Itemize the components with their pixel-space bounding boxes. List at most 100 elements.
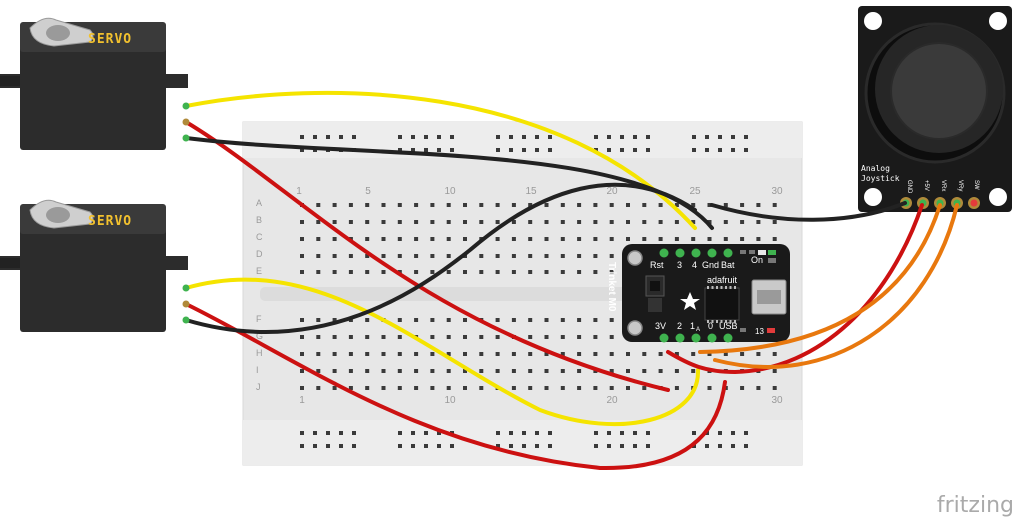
- breadboard-hole: [691, 237, 696, 241]
- wire-servo2-signal[interactable]: [184, 277, 701, 427]
- breadboard-hole: [495, 254, 500, 258]
- pin-3v-icon[interactable]: [659, 333, 669, 343]
- wire-servo2-ground[interactable]: [184, 182, 697, 334]
- breadboard-hole: [414, 237, 419, 241]
- breadboard-hole: [528, 335, 533, 339]
- breadboard-hole: [674, 220, 679, 224]
- row-letter: E: [256, 266, 262, 276]
- breadboard-hole: [479, 254, 484, 258]
- breadboard-hole: [446, 254, 451, 258]
- breadboard-hole: [381, 254, 386, 258]
- breadboard-hole: [511, 386, 516, 390]
- breadboard-hole: [658, 237, 663, 241]
- breadboard-hole: [414, 386, 419, 390]
- breadboard-hole: [528, 318, 533, 322]
- pin-4-icon[interactable]: [691, 248, 701, 258]
- chip-pad: [720, 320, 723, 323]
- breadboard-hole: [609, 386, 614, 390]
- rail-hole: [594, 135, 598, 139]
- breadboard-hole: [560, 203, 565, 207]
- col-number-top: 1: [296, 186, 302, 197]
- rail-hole: [535, 444, 539, 448]
- mount-hole-icon: [864, 12, 882, 30]
- trinket-name: Trinket M0: [606, 262, 617, 312]
- breadboard-hole: [723, 203, 728, 207]
- breadboard-hole: [300, 270, 304, 274]
- breadboard-hole: [560, 335, 565, 339]
- rail-hole: [424, 431, 428, 435]
- wire-joystick-ground[interactable]: [710, 201, 907, 222]
- breadboard-hole: [723, 220, 728, 224]
- joystick-knob[interactable]: [890, 42, 988, 140]
- rail-hole: [398, 135, 402, 139]
- breadboard-hole: [446, 352, 451, 356]
- breadboard-hole: [691, 369, 696, 373]
- breadboard-hole: [674, 203, 679, 207]
- breadboard-hole: [593, 386, 598, 390]
- breadboard-hole: [397, 318, 402, 322]
- breadboard-hole: [365, 318, 370, 322]
- pin-label-sub: A: [696, 327, 700, 333]
- breadboard-hole: [348, 220, 353, 224]
- breadboard-hole: [365, 369, 370, 373]
- connector-end-icon: [182, 284, 190, 292]
- pin-3-icon[interactable]: [675, 248, 685, 258]
- rail-hole: [437, 431, 441, 435]
- breadboard-hole: [300, 318, 304, 322]
- rail-hole: [522, 135, 526, 139]
- pin-bat-icon[interactable]: [723, 248, 733, 258]
- breadboard-hole: [365, 237, 370, 241]
- pin-rst-icon[interactable]: [659, 248, 669, 258]
- breadboard-hole: [577, 203, 582, 207]
- rail-hole: [646, 444, 650, 448]
- breadboard-hole: [577, 254, 582, 258]
- smd-part: [740, 328, 746, 332]
- breadboard-hole: [381, 335, 386, 339]
- breadboard-hole: [740, 237, 745, 241]
- rail-hole: [437, 444, 441, 448]
- wire-joystick-vrx[interactable]: [698, 203, 942, 354]
- breadboard-hole: [691, 220, 696, 224]
- pin-label-top: Rst: [650, 260, 664, 270]
- col-number-bottom: 1: [299, 395, 305, 406]
- pin-gnd-icon[interactable]: [707, 248, 717, 258]
- breadboard-hole: [528, 254, 533, 258]
- breadboard-hole: [528, 237, 533, 241]
- rail-hole: [437, 135, 441, 139]
- breadboard-hole: [463, 386, 467, 390]
- rail-hole: [509, 148, 513, 152]
- col-number-bottom: 10: [444, 395, 456, 406]
- rail-hole: [607, 431, 611, 435]
- rail-hole: [744, 135, 748, 139]
- rail-hole: [411, 148, 415, 152]
- wire-servo1-signal[interactable]: [184, 90, 697, 230]
- row-letter: A: [256, 198, 262, 208]
- pin-0-icon[interactable]: [707, 333, 717, 343]
- on-label: On: [751, 255, 763, 265]
- mount-hole-icon: [627, 250, 643, 266]
- rail-hole: [646, 431, 650, 435]
- breadboard-hole: [593, 254, 598, 258]
- breadboard-hole: [446, 318, 451, 322]
- pin-1-icon[interactable]: [691, 333, 701, 343]
- wire-servo2-power[interactable]: [184, 302, 727, 471]
- breadboard-hole: [348, 335, 353, 339]
- breadboard-hole: [544, 254, 549, 258]
- chip-pad: [716, 286, 718, 289]
- breadboard-hole: [430, 352, 435, 356]
- breadboard-hole: [577, 386, 582, 390]
- wire-joystick-vry[interactable]: [713, 203, 959, 369]
- breadboard-hole: [446, 270, 451, 274]
- breadboard-hole: [740, 386, 745, 390]
- wire-servo1-power[interactable]: [184, 120, 670, 392]
- breadboard-hole: [316, 270, 321, 274]
- smd-part: [740, 250, 746, 254]
- breadboard-hole: [544, 220, 549, 224]
- pin-label-bottom: 1: [690, 321, 695, 331]
- col-number-top: 10: [444, 186, 456, 197]
- pin-2-icon[interactable]: [675, 333, 685, 343]
- wires: [184, 90, 959, 471]
- breadboard-hole: [707, 203, 712, 207]
- breadboard-hole: [528, 270, 533, 274]
- pin-usb-icon[interactable]: [723, 333, 733, 343]
